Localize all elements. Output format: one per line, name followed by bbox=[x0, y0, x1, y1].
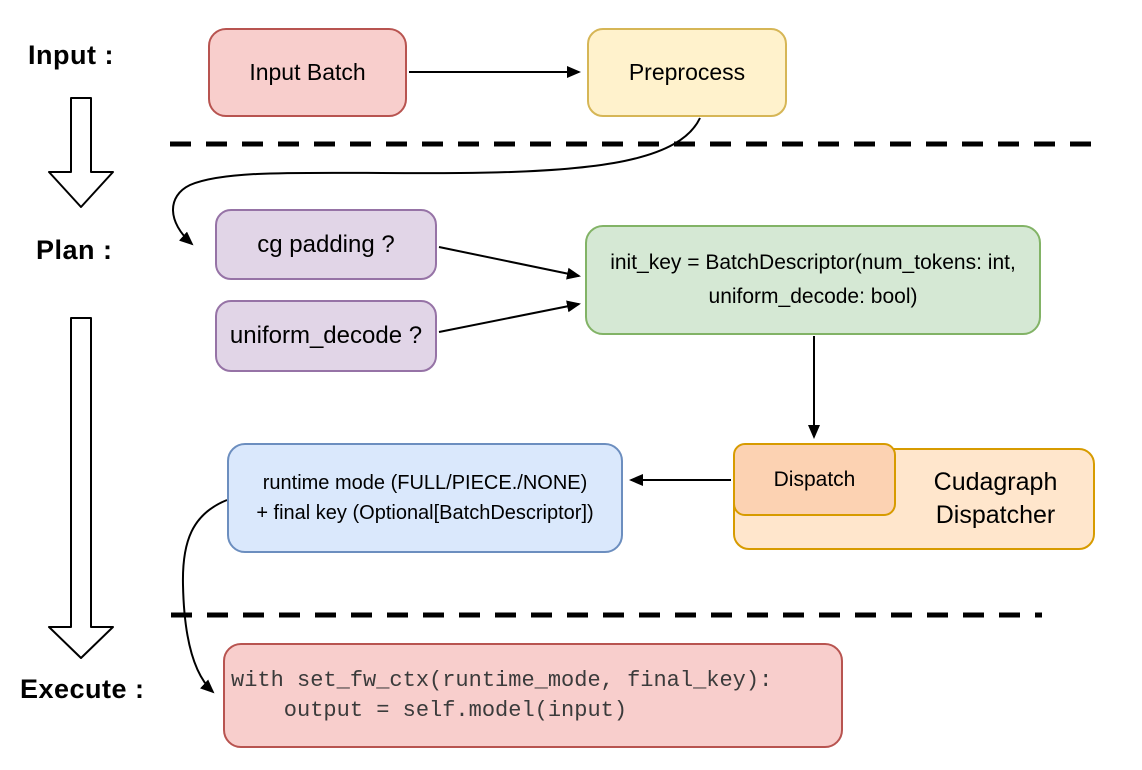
node-execute-code-line1: with set_fw_ctx(runtime_mode, final_key)… bbox=[231, 667, 773, 693]
node-runtime-mode-line1: runtime mode (FULL/PIECE./NONE) bbox=[262, 472, 588, 494]
node-dispatch: Dispatch bbox=[733, 443, 896, 516]
node-runtime-mode-line2: + final key (Optional[BatchDescriptor]) bbox=[256, 502, 594, 524]
node-uniform-decode-label: uniform_decode ? bbox=[229, 322, 423, 349]
node-preprocess: Preprocess bbox=[587, 28, 787, 117]
stage-label-execute: Execute : bbox=[20, 674, 145, 704]
node-input-batch-label: Input Batch bbox=[249, 59, 366, 85]
connector-preprocess-to-cgpadding bbox=[172, 117, 701, 246]
connector-runtimemode-to-executecode bbox=[181, 499, 228, 694]
node-init-key: init_key = BatchDescriptor(num_tokens: i… bbox=[585, 225, 1041, 335]
node-init-key-line1: init_key = BatchDescriptor(num_tokens: i… bbox=[610, 251, 1016, 274]
connector-cgpadding-to-initkey bbox=[438, 246, 581, 280]
node-cudagraph-line1: Cudagraph bbox=[933, 468, 1058, 496]
node-cg-padding: cg padding ? bbox=[215, 209, 437, 280]
node-runtime-mode: runtime mode (FULL/PIECE./NONE) + final … bbox=[227, 443, 623, 553]
node-preprocess-label: Preprocess bbox=[628, 59, 746, 85]
node-dispatch-label: Dispatch bbox=[773, 467, 856, 491]
down-arrow-input-to-plan-icon bbox=[48, 97, 114, 208]
stage-label-input: Input : bbox=[28, 40, 114, 70]
node-init-key-line2: uniform_decode: bool) bbox=[708, 285, 918, 308]
stage-label-plan: Plan : bbox=[36, 235, 113, 265]
connector-uniformdecode-to-initkey bbox=[438, 300, 581, 333]
node-uniform-decode: uniform_decode ? bbox=[215, 300, 437, 372]
node-cg-padding-label: cg padding ? bbox=[257, 230, 395, 258]
node-cudagraph-dispatcher-text: Cudagraph Dispatcher bbox=[898, 450, 1093, 548]
node-execute-code: with set_fw_ctx(runtime_mode, final_key)… bbox=[223, 643, 843, 748]
node-execute-code-line2: output = self.model(input) bbox=[231, 697, 628, 723]
node-input-batch: Input Batch bbox=[208, 28, 407, 117]
down-arrow-plan-to-execute-icon bbox=[48, 317, 114, 659]
node-cudagraph-line2: Dispatcher bbox=[935, 501, 1056, 529]
